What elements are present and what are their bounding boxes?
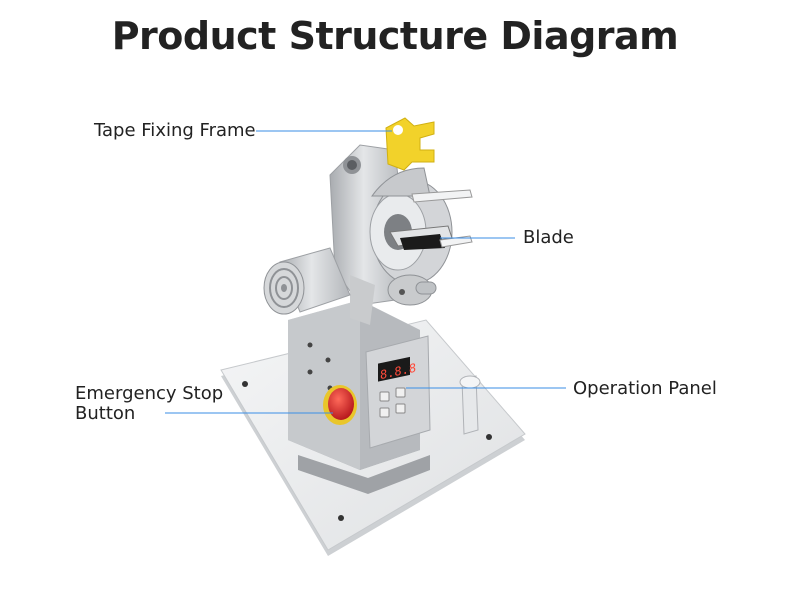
label-blade: Blade bbox=[523, 227, 574, 248]
panel-side-post bbox=[459, 375, 481, 435]
tape-fixing-frame-icon bbox=[385, 117, 435, 171]
panel-button bbox=[379, 407, 390, 418]
label-emergency-stop-line1: Emergency Stop bbox=[75, 383, 224, 404]
label-emergency-stop-line2: Button bbox=[75, 403, 136, 424]
panel-button bbox=[395, 403, 406, 414]
label-tape-fixing-frame: Tape Fixing Frame bbox=[94, 120, 256, 141]
operation-panel: 8.8.8 bbox=[365, 335, 431, 449]
drum-hub bbox=[387, 274, 437, 306]
page-title: Product Structure Diagram bbox=[111, 14, 679, 58]
label-operation-panel: Operation Panel bbox=[573, 378, 717, 399]
panel-button bbox=[379, 391, 390, 402]
motor-cylinder bbox=[263, 247, 351, 315]
panel-button bbox=[395, 387, 406, 398]
panel-display bbox=[378, 356, 410, 382]
label-emergency-stop-button: Emergency Stop Button bbox=[75, 384, 223, 424]
blade-icon bbox=[389, 189, 473, 250]
tape-drum bbox=[369, 167, 453, 285]
emergency-stop-button-icon bbox=[323, 385, 357, 425]
